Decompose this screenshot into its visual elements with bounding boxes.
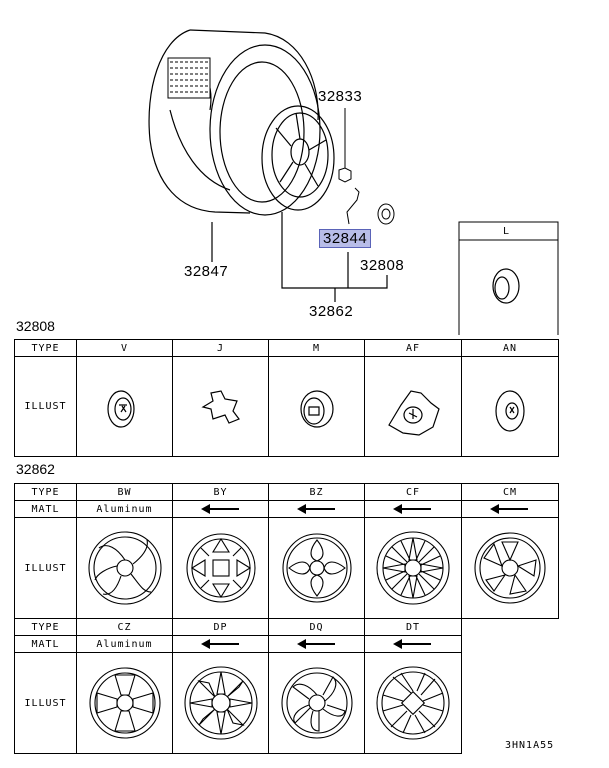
- tire-wheel-diagram: [148, 29, 559, 335]
- ditto-arrow-icon: [461, 500, 559, 518]
- type-dp: DP: [172, 618, 269, 636]
- section-title-32862: 32862: [16, 461, 55, 477]
- type-cz: CZ: [76, 618, 173, 636]
- illust-wheel-cz: [76, 652, 173, 754]
- illust-wheel-dt: [364, 652, 462, 754]
- matl-cz: Aluminum: [76, 635, 173, 653]
- ditto-arrow-icon: [268, 635, 365, 653]
- illust-cap-j: [172, 356, 269, 457]
- center-cap-drawing: [377, 203, 395, 225]
- empty-cell: [461, 618, 559, 636]
- ditto-arrow-icon: [172, 500, 269, 518]
- type-v: V: [76, 339, 173, 357]
- illust-cap-v: [76, 356, 173, 457]
- type-bz: BZ: [268, 483, 365, 501]
- illust-cap-an: [461, 356, 559, 457]
- ditto-arrow-icon: [364, 500, 462, 518]
- callout-32833: 32833: [318, 88, 363, 105]
- diagram-code: 3HN1A55: [505, 740, 555, 751]
- row-header-type: TYPE: [14, 339, 77, 357]
- wheel-drawing: [261, 105, 335, 211]
- illust-wheel-dq: [268, 652, 365, 754]
- row-header-matl-bottom: MATL: [14, 635, 77, 653]
- ditto-arrow-icon: [364, 635, 462, 653]
- callout-32844-highlight[interactable]: 32844: [319, 229, 372, 248]
- type-dq: DQ: [268, 618, 365, 636]
- row-header-type-top: TYPE: [14, 483, 77, 501]
- ditto-arrow-icon: [172, 635, 269, 653]
- lug-nut-drawing: [338, 108, 352, 183]
- row-header-type-bottom: TYPE: [14, 618, 77, 636]
- row-header-illust-top: ILLUST: [14, 517, 77, 619]
- illust-cap-m: [268, 356, 365, 457]
- illust-wheel-by: [172, 517, 269, 619]
- type-af: AF: [364, 339, 462, 357]
- callout-32862: 32862: [309, 303, 354, 320]
- illust-wheel-cf: [364, 517, 462, 619]
- type-cf: CF: [364, 483, 462, 501]
- matl-bw: Aluminum: [76, 500, 173, 518]
- illust-wheel-cm: [461, 517, 559, 619]
- ditto-arrow-icon: [268, 500, 365, 518]
- leader-lines: [211, 212, 388, 302]
- callout-32847: 32847: [184, 263, 229, 280]
- type-cm: CM: [461, 483, 559, 501]
- callout-32808: 32808: [360, 257, 405, 274]
- illust-wheel-bz: [268, 517, 365, 619]
- type-bw: BW: [76, 483, 173, 501]
- empty-cell: [461, 635, 559, 653]
- box-l-label: L: [503, 226, 511, 237]
- cap-l-drawing: [492, 268, 520, 304]
- tread-pattern: [167, 57, 211, 99]
- type-an: AN: [461, 339, 559, 357]
- table-32808: TYPE V J M AF AN ILLUST: [14, 339, 559, 457]
- type-j: J: [172, 339, 269, 357]
- illust-wheel-dp: [172, 652, 269, 754]
- row-header-illust-bottom: ILLUST: [14, 652, 77, 754]
- type-m: M: [268, 339, 365, 357]
- row-header-matl-top: MATL: [14, 500, 77, 518]
- type-dt: DT: [364, 618, 462, 636]
- illust-cap-af: [364, 356, 462, 457]
- row-header-illust: ILLUST: [14, 356, 77, 457]
- type-by: BY: [172, 483, 269, 501]
- table-32862: TYPE BW BY BZ CF CM MATL Aluminum ILLUST…: [14, 483, 559, 754]
- illust-wheel-bw: [76, 517, 173, 619]
- valve-drawing: [346, 187, 360, 225]
- empty-cell: [461, 652, 559, 754]
- section-title-32808: 32808: [16, 318, 55, 334]
